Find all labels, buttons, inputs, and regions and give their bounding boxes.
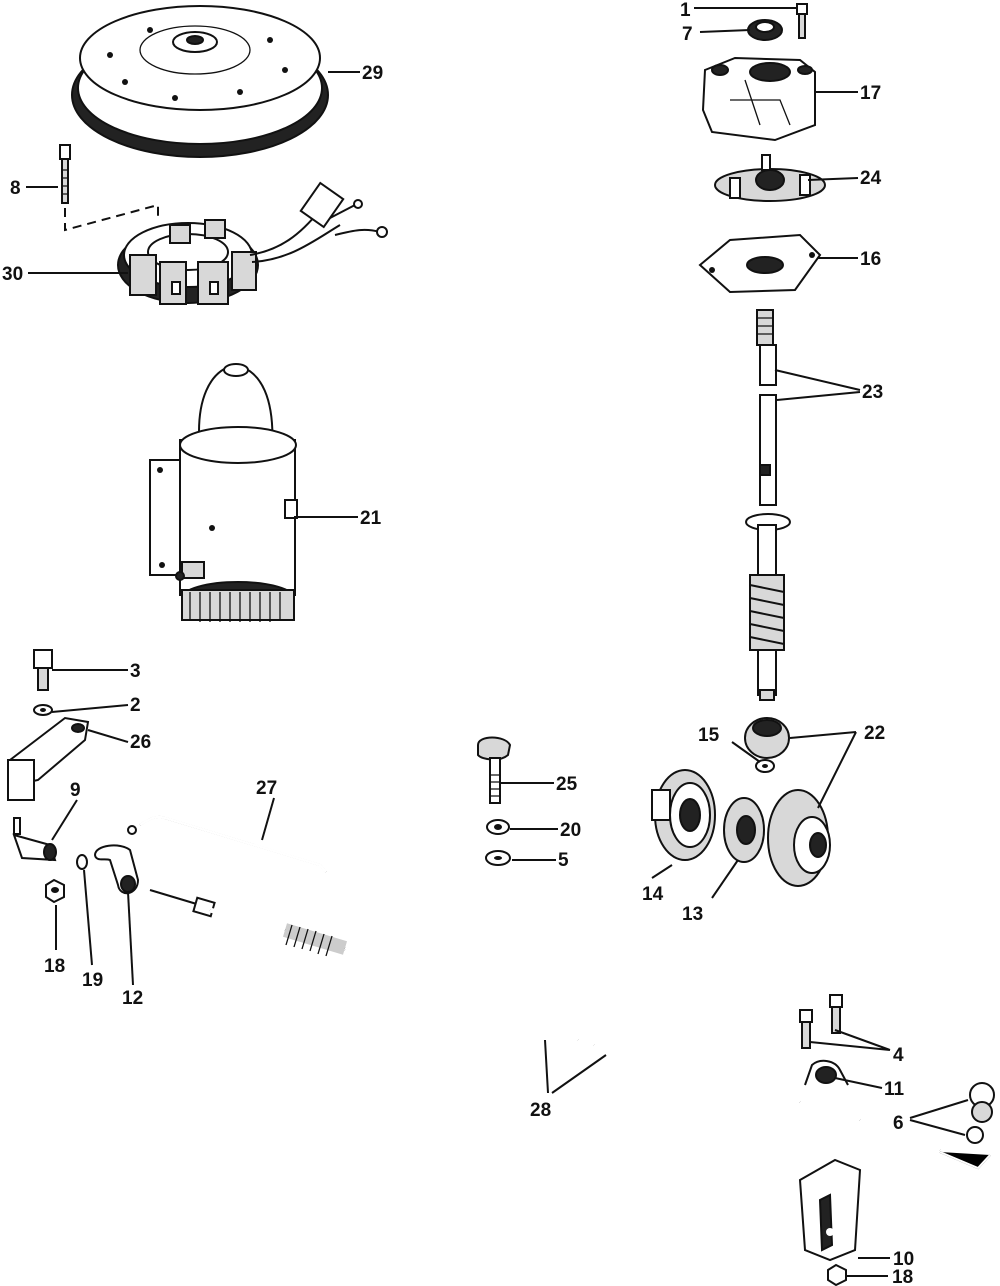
seal-part-7 (747, 19, 783, 41)
screws-part-4 (799, 994, 843, 1049)
lever-part-26 (7, 716, 90, 801)
callout-6: 6 (893, 1113, 904, 1134)
stator-part (117, 181, 388, 305)
callout-10: 10 (893, 1249, 914, 1270)
callout-30: 30 (2, 264, 23, 285)
callout-19: 19 (82, 970, 103, 991)
bracket-part-12 (93, 844, 140, 895)
callout-29: 29 (362, 63, 383, 84)
link-rod-part (127, 815, 327, 873)
callout-21: 21 (360, 508, 382, 529)
callout-11: 11 (884, 1079, 905, 1100)
callout-9: 9 (70, 780, 81, 801)
callout-15: 15 (698, 725, 720, 746)
washer-part-2 (33, 704, 53, 716)
ball-joints-part-6 (966, 1082, 995, 1144)
bolt-part-3 (33, 649, 53, 691)
forward-gear-part (651, 769, 716, 861)
starter-motor-part (149, 363, 298, 622)
nut-part-18b (827, 1263, 847, 1286)
callout-4: 4 (893, 1045, 904, 1066)
clamp-part-11 (804, 1059, 849, 1086)
callout-27: 27 (256, 778, 277, 799)
impeller-part (714, 154, 826, 202)
callout-18-left: 18 (44, 956, 65, 977)
callout-16: 16 (860, 249, 881, 270)
callout-2: 2 (130, 695, 141, 716)
callout-20: 20 (560, 820, 581, 841)
ball-joint-part (12, 817, 57, 862)
plate-part-16 (698, 233, 822, 294)
nut-part-15 (755, 759, 775, 773)
callout-7: 7 (682, 24, 693, 45)
callout-26: 26 (130, 732, 151, 753)
callout-12: 12 (122, 988, 143, 1009)
callout-14: 14 (642, 884, 664, 905)
driveshaft-part (745, 309, 791, 701)
pump-housing-part (701, 56, 816, 142)
callout-13: 13 (682, 904, 703, 925)
callout-28: 28 (530, 1100, 551, 1121)
shift-cable-part (149, 889, 991, 1170)
reverse-gear-part (767, 789, 831, 887)
knob-part-25 (477, 736, 512, 804)
callout-17: 17 (860, 83, 881, 104)
callout-8: 8 (10, 178, 21, 199)
callout-5: 5 (558, 850, 569, 871)
callout-18-right: 18 (892, 1267, 913, 1286)
callout-3: 3 (130, 661, 141, 682)
nut-part-18a (45, 878, 65, 904)
callout-1: 1 (680, 0, 691, 21)
callout-23: 23 (862, 382, 883, 403)
bracket-part-10 (798, 1158, 862, 1262)
assembly-guide-line (64, 203, 159, 232)
callout-22: 22 (864, 723, 885, 744)
bolt-part-8 (59, 144, 71, 204)
washer-part-19 (76, 854, 88, 870)
callout-25: 25 (556, 774, 578, 795)
callout-labels: 1 7 17 24 16 23 29 8 30 21 3 2 26 9 27 2… (2, 0, 914, 1286)
bolt-part-1 (796, 3, 808, 39)
callout-24: 24 (860, 168, 882, 189)
flywheel-part (71, 5, 329, 158)
washer-part-5 (485, 850, 511, 866)
pinion-gear-part (744, 717, 790, 759)
clutch-dog-part (723, 797, 765, 863)
nut-part-20 (486, 819, 510, 835)
leader-lines (26, 7, 969, 1277)
